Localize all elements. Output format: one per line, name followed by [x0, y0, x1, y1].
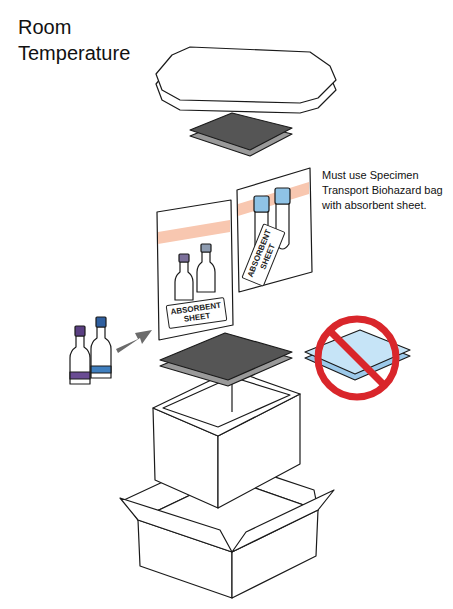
bottle-label-band [91, 366, 111, 373]
bottle [70, 336, 90, 384]
bottle-cap [201, 244, 211, 252]
sheet-label: ABSORBENT SHEET [245, 228, 281, 282]
box-flap [232, 490, 334, 552]
bottle [91, 327, 111, 378]
note: Must use Specimen Transport Biohazard ba… [322, 168, 446, 213]
tube-cap [275, 188, 290, 204]
bottle-cap [75, 326, 85, 336]
bag-stripe [158, 220, 230, 244]
absorbent-sheet-tag: ABSORBENT SHEET [241, 223, 285, 287]
absorbent-sheet-tag: ABSORBENT SHEET [165, 297, 227, 329]
insert-arrow [116, 330, 152, 353]
biohazard-bag [237, 168, 312, 292]
bottle-cap [96, 317, 106, 327]
pad-top [190, 113, 292, 150]
pad-top [160, 333, 292, 380]
bottle-label-band [70, 372, 90, 379]
prohibition-slash [330, 331, 384, 385]
sheet-label: ABSORBENT SHEET [170, 301, 223, 326]
lid-top [156, 47, 336, 103]
bottle [197, 252, 215, 292]
prohibition-circle [318, 319, 396, 397]
tube-cap [254, 196, 269, 212]
bottle-cap [179, 254, 189, 262]
bag-stripe [238, 182, 309, 216]
title: Room Temperature [18, 14, 158, 66]
biohazard-bag [157, 200, 233, 340]
bottle [175, 262, 193, 300]
